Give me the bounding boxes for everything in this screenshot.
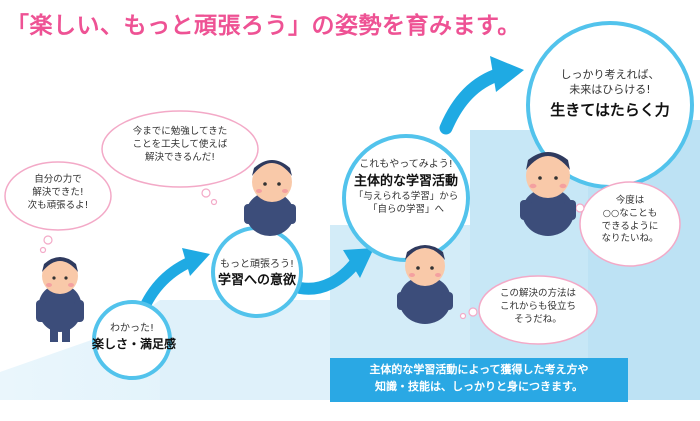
stage-2-caption: もっと頑張ろう!: [219, 259, 294, 270]
speech-bubble-3-text: この解決の方法は これからも役立ち そうだね。: [482, 288, 594, 326]
info-box: 主体的な学習活動によって獲得した考え方や 知識・技能は、しっかりと身につきます。: [330, 358, 628, 402]
bubble-1-line-3: 次も頑張るよ!: [27, 199, 89, 211]
bubble-1-line-1: 自分の力で: [34, 174, 82, 185]
stage-2-heading: 学習への意欲: [217, 272, 296, 288]
stage-4-caption-2: 未来はひらける!: [569, 82, 651, 96]
speech-bubble-3: [459, 275, 598, 345]
speech-bubble-4-text: 今度は ○○なことも できるように なりたいね。: [584, 195, 676, 246]
page-title: 「楽しい、もっと頑張ろう」の姿勢を育みます。: [6, 13, 521, 39]
speech-bubble-4: [566, 181, 681, 267]
stage-1-caption: わかった!: [109, 323, 154, 334]
stage-circle-1: [92, 300, 172, 380]
bubble-4-line-1: 今度は: [615, 195, 645, 206]
child-character-1: [36, 257, 84, 342]
bubble-1-line-2: 解決できた!: [32, 186, 84, 198]
stage-4-caption-1: しっかり考えれば、: [560, 68, 660, 81]
progress-arrow-3: [439, 56, 524, 135]
speech-bubble-2-text: 今までに勉強してきた ことを工夫して使えば 解決できるんだ!: [104, 126, 256, 164]
stage-3-text: これもやってみよう! 主体的な学習活動 「与えられる学習」から 「自らの学習」へ: [346, 158, 466, 217]
speech-bubble-2: [101, 110, 259, 206]
speech-bubble-1-text: 自分の力で 解決できた! 次も頑張るよ!: [8, 174, 108, 212]
bubble-3-line-3: そうだね。: [514, 313, 562, 325]
info-line-1: 主体的な学習活動によって獲得した考え方や: [369, 363, 589, 376]
stage-4-text: しっかり考えれば、 未来はひらける! 生きてはたらく力: [540, 68, 680, 120]
stage-1-text: わかった! 楽しさ・満足感: [92, 322, 177, 352]
stage-4-heading: 生きてはたらく力: [550, 100, 670, 119]
stage-3-heading: 主体的な学習活動: [353, 173, 458, 189]
stage-2-text: もっと頑張ろう! 学習への意欲: [207, 258, 307, 289]
child-character-2: [244, 160, 296, 236]
stage-3-sub-1: 「与えられる学習」から: [353, 191, 459, 203]
child-character-3: [397, 245, 453, 324]
bubble-2-line-2: ことを工夫して使えば: [132, 138, 228, 150]
stage-3-sub-2: 「自らの学習」へ: [367, 203, 444, 215]
bubble-3-line-1: この解決の方法は: [499, 288, 576, 299]
stage-1-heading: 楽しさ・満足感: [92, 336, 177, 351]
progress-arrow-2: [294, 248, 374, 295]
speech-bubble-1: [4, 161, 112, 254]
stage-3-caption: これもやってみよう!: [359, 159, 453, 170]
bubble-4-line-2: ○○なことも: [602, 207, 658, 219]
child-character-4: [520, 152, 576, 236]
bubble-2-line-1: 今までに勉強してきた: [132, 126, 228, 137]
bubble-2-line-3: 解決できるんだ!: [144, 151, 216, 163]
bubble-4-line-3: できるように: [601, 220, 659, 232]
bubble-4-line-4: なりたいね。: [601, 233, 659, 245]
bubble-3-line-2: これからも役立ち: [499, 300, 576, 312]
info-line-2: 知識・技能は、しっかりと身につきます。: [375, 380, 583, 394]
